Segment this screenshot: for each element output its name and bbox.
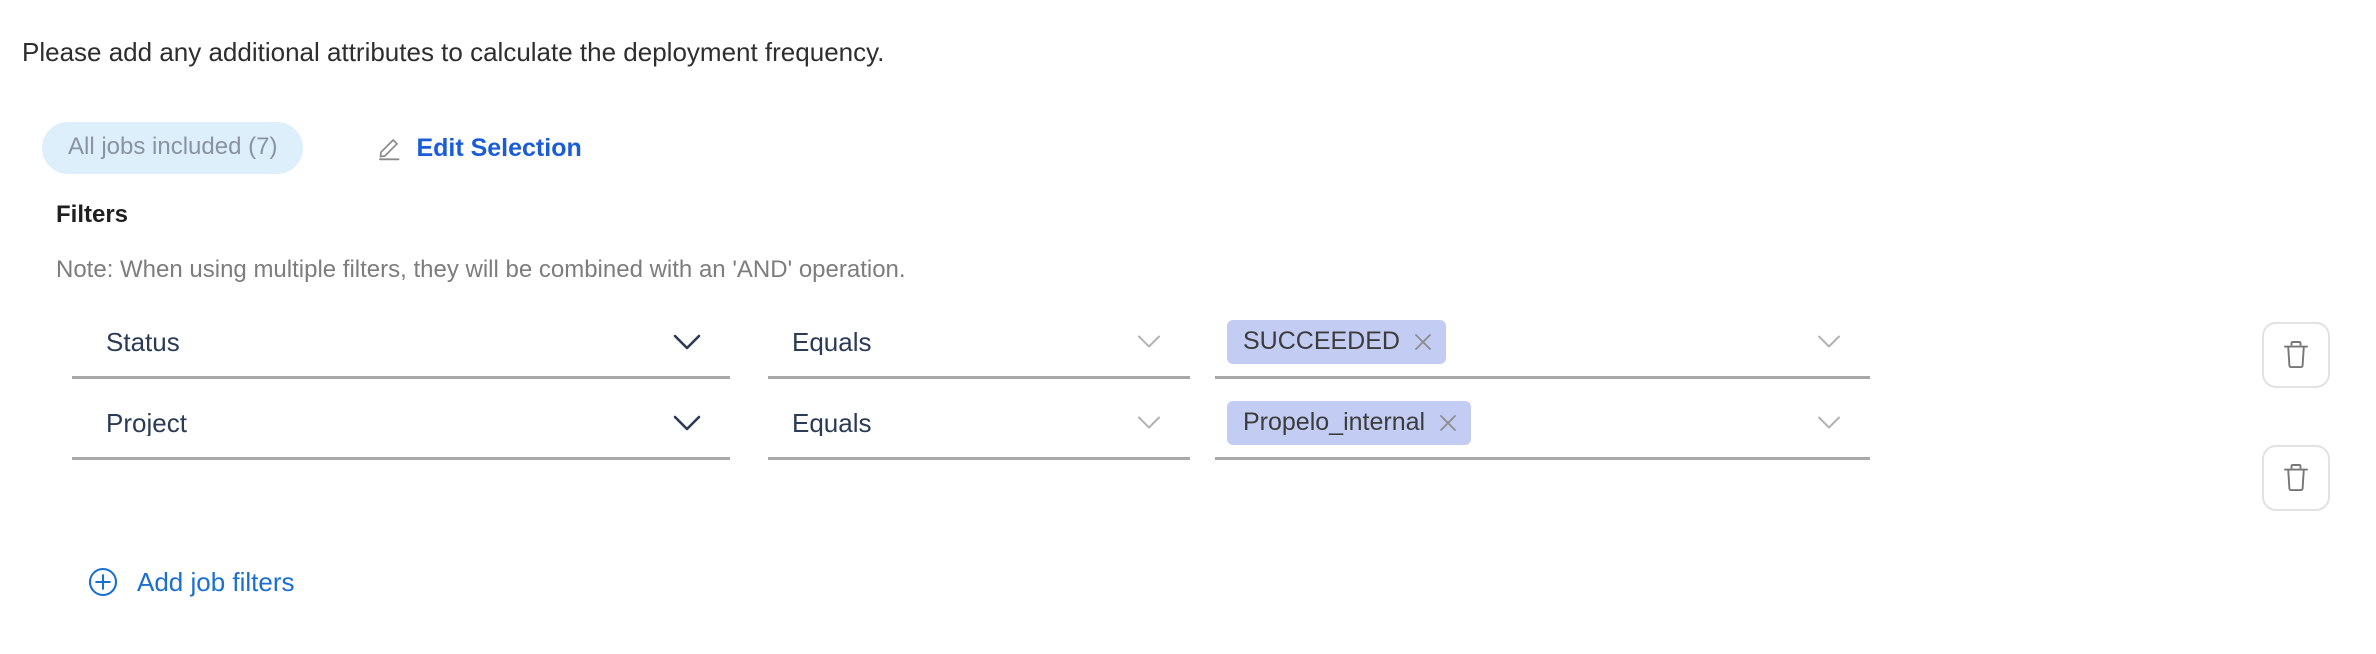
- delete-filter-button[interactable]: [2262, 322, 2330, 388]
- chevron-down-icon: [1816, 333, 1842, 350]
- filter-value-select[interactable]: Propelo_internal: [1215, 388, 1870, 460]
- filter-value-chip-label: Propelo_internal: [1243, 408, 1426, 436]
- all-jobs-included-pill[interactable]: All jobs included (7): [42, 122, 304, 174]
- pencil-icon: [377, 135, 403, 161]
- chevron-down-icon: [1136, 333, 1162, 350]
- filter-value-chip[interactable]: Propelo_internal: [1227, 400, 1472, 445]
- filters-heading: Filters: [56, 201, 129, 228]
- filter-row: Project Equals Propelo_internal: [0, 388, 2376, 470]
- add-job-filters-button[interactable]: Add job filters: [88, 567, 295, 597]
- filter-value-chip[interactable]: SUCCEEDED: [1227, 319, 1446, 364]
- filters-note: Note: When using multiple filters, they …: [56, 256, 906, 283]
- filter-value-select[interactable]: SUCCEEDED: [1215, 307, 1870, 379]
- close-icon[interactable]: [1412, 331, 1434, 353]
- filter-value-chips: Propelo_internal: [1215, 400, 1816, 445]
- chevron-down-icon: [1816, 414, 1842, 431]
- filter-row: Status Equals SUCCEEDED: [0, 307, 2376, 389]
- filter-value-chips: SUCCEEDED: [1215, 319, 1816, 364]
- filter-attribute-select[interactable]: Status: [72, 307, 730, 379]
- edit-selection-label: Edit Selection: [416, 133, 582, 162]
- trash-icon: [2281, 462, 2311, 494]
- edit-selection-button[interactable]: Edit Selection: [377, 133, 582, 162]
- add-job-filters-label: Add job filters: [137, 567, 295, 597]
- filter-operator-select[interactable]: Equals: [768, 388, 1190, 460]
- chevron-down-icon: [672, 413, 702, 433]
- filter-attribute-value: Status: [106, 328, 180, 355]
- circle-plus-icon: [88, 567, 118, 597]
- filter-attribute-value: Project: [106, 409, 187, 436]
- trash-icon: [2281, 339, 2311, 371]
- delete-filter-button[interactable]: [2262, 445, 2330, 511]
- filter-value-chip-label: SUCCEEDED: [1243, 327, 1400, 355]
- chevron-down-icon: [672, 332, 702, 352]
- selection-row: All jobs included (7) Edit Selection: [42, 122, 582, 174]
- close-icon[interactable]: [1437, 412, 1459, 434]
- filter-operator-select[interactable]: Equals: [768, 307, 1190, 379]
- chevron-down-icon: [1136, 414, 1162, 431]
- filter-operator-value: Equals: [792, 409, 872, 436]
- page-description: Please add any additional attributes to …: [22, 37, 885, 67]
- filter-operator-value: Equals: [792, 328, 872, 355]
- filter-attribute-select[interactable]: Project: [72, 388, 730, 460]
